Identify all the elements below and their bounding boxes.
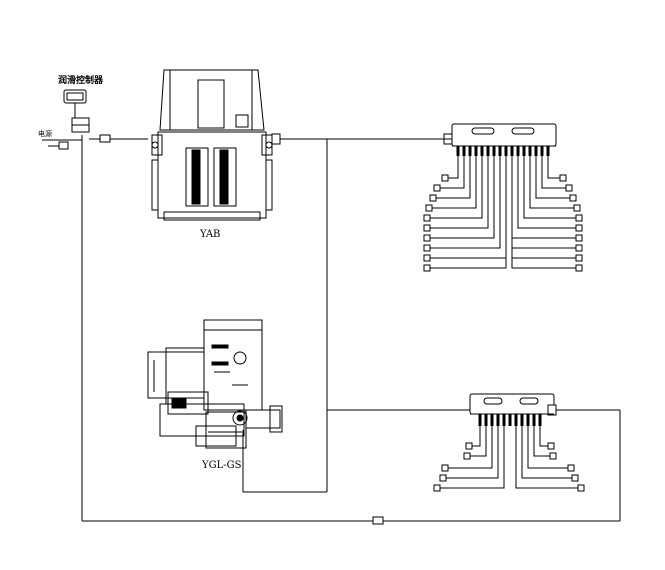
pump-yglgs-label: YGL-GS: [202, 460, 242, 471]
bottom-line-filter: [372, 516, 384, 525]
power-label: 电源: [38, 130, 52, 138]
top-distributor: [423, 123, 583, 272]
controller-unit: [42, 89, 148, 150]
pump-yab-label: YAB: [200, 229, 221, 240]
lower-distributor: [433, 393, 585, 492]
controller-label: 润滑控制器: [58, 76, 104, 86]
main-piping: [81, 135, 621, 522]
bottom-pump-yglgs: [147, 319, 283, 449]
top-pump-yab: [151, 69, 281, 221]
